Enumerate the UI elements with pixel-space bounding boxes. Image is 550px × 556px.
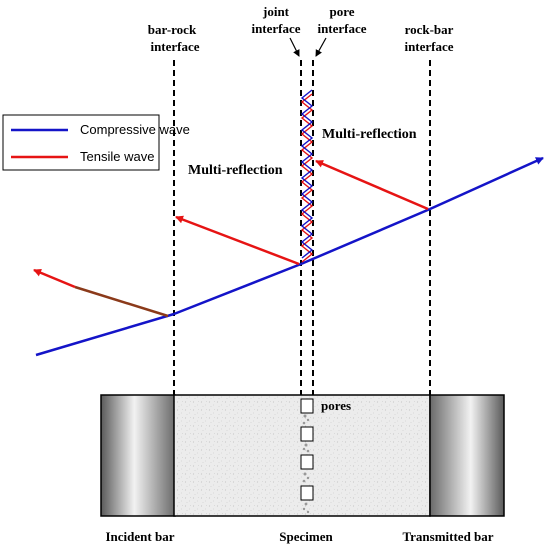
specimen-label: Specimen — [279, 529, 333, 544]
legend-box — [2, 114, 160, 171]
pore-pointer-arrow — [315, 37, 327, 57]
bar-rock-label-1: bar-rock — [148, 22, 197, 37]
pore — [300, 426, 314, 442]
tensile-wave-bar-rock-reflection — [33, 268, 76, 289]
tensile-wave-bar-rock-reflection-brown — [74, 285, 169, 318]
tensile-wave-joint-reflection — [175, 215, 300, 266]
tensile-wave-rock-bar-reflection — [315, 159, 429, 211]
compressive-wave-specimen — [173, 262, 302, 316]
incident-bar — [100, 394, 176, 517]
multi-reflection-right-label: Multi-reflection — [322, 127, 417, 142]
incident-bar-label: Incident bar — [106, 529, 175, 544]
multi-reflection-zigzag-red — [300, 93, 314, 263]
multi-reflection-left-label: Multi-reflection — [188, 163, 283, 178]
pore-interface-label-1: pore — [329, 4, 354, 19]
multi-reflection-zigzag-blue — [300, 89, 314, 259]
joint-interface-label-1: joint — [262, 4, 290, 19]
pores-label: pores — [321, 398, 351, 413]
compressive-wave-joint-to-rockbar — [300, 207, 431, 266]
pore-interface-label-2: interface — [317, 21, 366, 36]
transmitted-bar — [429, 394, 505, 517]
pore — [300, 398, 314, 414]
rock-bar-label-2: interface — [404, 39, 453, 54]
pores-group — [300, 398, 314, 514]
pore-particles — [302, 414, 310, 514]
transmitted-bar-label: Transmitted bar — [402, 529, 493, 544]
pore — [300, 454, 314, 470]
legend: Compressive wave Tensile wave — [2, 114, 190, 171]
legend-compressive-label: Compressive wave — [80, 122, 190, 137]
compressive-wave-incident — [35, 312, 175, 357]
bar-rock-label-2: interface — [150, 39, 199, 54]
joint-interface-label-2: interface — [251, 21, 300, 36]
joint-pointer-arrow — [289, 37, 300, 57]
legend-tensile-label: Tensile wave — [80, 149, 154, 164]
compressive-wave-transmitted — [429, 156, 544, 211]
pore — [300, 485, 314, 501]
rock-bar-label-1: rock-bar — [405, 22, 454, 37]
